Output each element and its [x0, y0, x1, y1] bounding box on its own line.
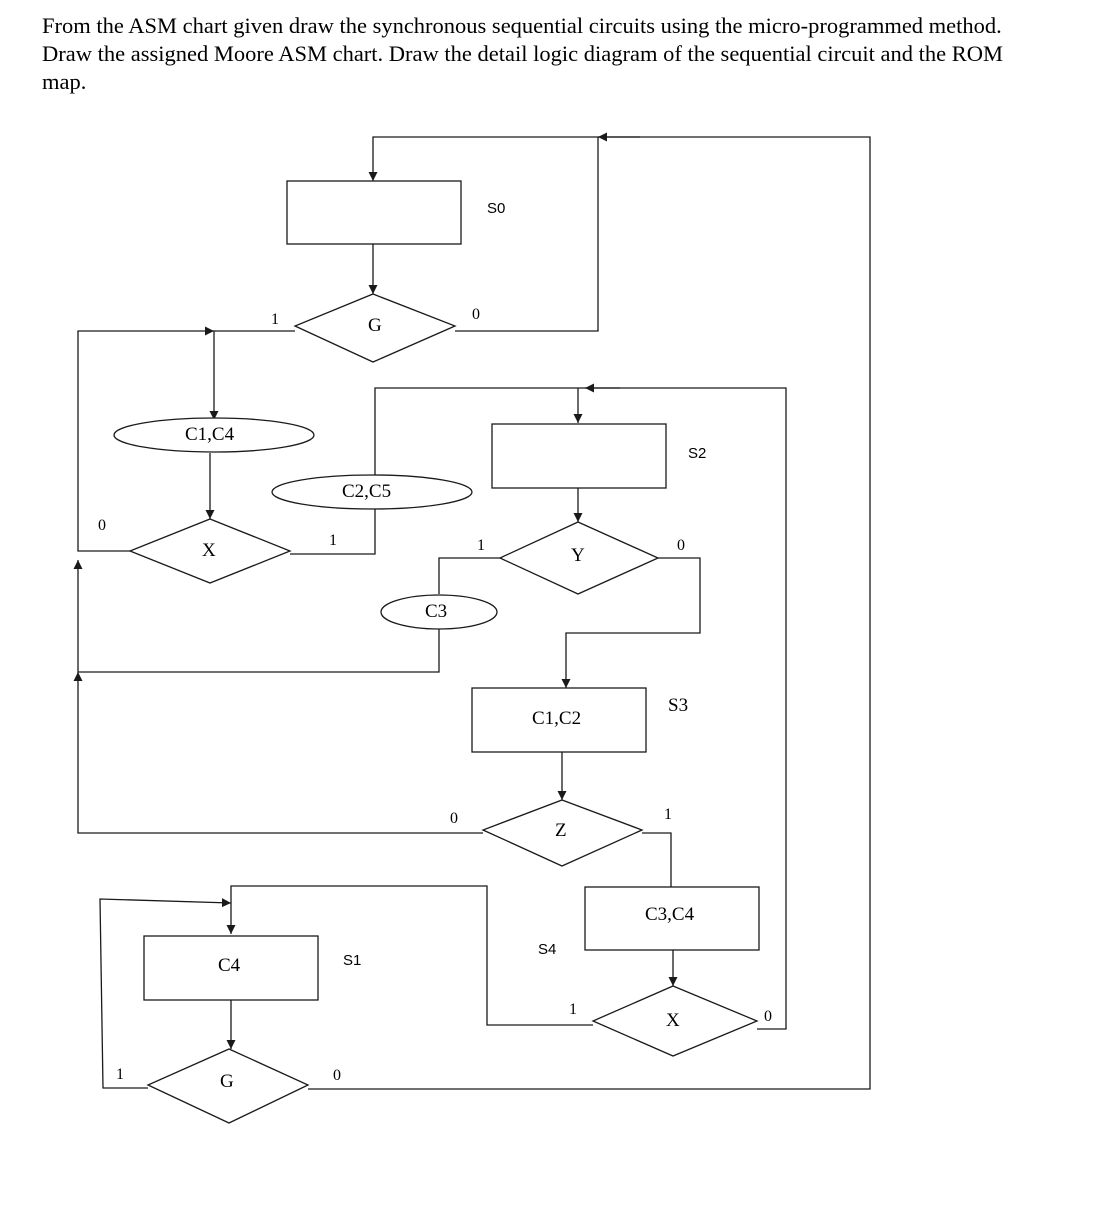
state-label-s1: S1	[343, 952, 361, 969]
branch-label-y-s2-1: 1	[477, 537, 485, 554]
conditional-output-c1c4	[113, 417, 315, 453]
question-line-2: Draw the assigned Moore ASM chart. Draw …	[42, 41, 1003, 66]
conditional-output-c2c5	[271, 474, 473, 510]
decision-input-z-s3: Z	[555, 820, 567, 841]
decision-g-s1	[146, 1048, 310, 1124]
line-s1g0-to-s0	[308, 136, 871, 1090]
state-s3: C1,C2 S3 Z 0 1	[450, 687, 688, 867]
state-box-text-s3: C1,C2	[532, 708, 581, 729]
state-box-s2	[491, 423, 667, 489]
state-s1: C4 S1 G 1 0	[116, 935, 361, 1124]
state-label-s4: S4	[538, 941, 556, 958]
state-label-s0: S0	[487, 200, 505, 217]
line-c3-back	[73, 560, 440, 673]
line-loop-into-s0	[368, 136, 598, 181]
branch-label-g-s1-1: 1	[116, 1066, 124, 1083]
conditional-output-c3-label: C3	[425, 601, 447, 622]
decision-input-x-s4: X	[666, 1010, 680, 1031]
decision-z-s3	[481, 799, 644, 867]
question-text: From the ASM chart given draw the synchr…	[42, 12, 1104, 96]
question-line-1: From the ASM chart given draw the synchr…	[42, 13, 1002, 38]
decision-input-y-s2: Y	[571, 545, 585, 566]
branch-label-x-s0-0: 0	[98, 517, 106, 534]
conditional-output-c1c4-label: C1,C4	[185, 424, 235, 445]
branch-label-x-s4-1: 1	[569, 1001, 577, 1018]
conditional-c2c5-group: C2,C5	[271, 474, 473, 510]
conditional-c3-group: C3	[380, 594, 498, 630]
state-s2: S2 Y 1 0	[477, 423, 706, 595]
decision-y-s2	[498, 521, 660, 595]
state-box-s4	[584, 886, 760, 951]
decision-input-g-s0: G	[368, 315, 382, 336]
question-line-3: map.	[42, 69, 87, 94]
state-s4: C3,C4 S4 X 1 0	[538, 886, 772, 1057]
line-g0-to-s0	[455, 137, 599, 332]
state-label-s2: S2	[688, 445, 706, 462]
decision-x-s0	[128, 518, 292, 584]
branch-label-g-s0-0: 0	[472, 306, 480, 323]
branch-label-g-s1-0: 0	[333, 1067, 341, 1084]
line-y0-to-s3	[561, 557, 701, 688]
branch-label-z-s3-0: 0	[450, 810, 458, 827]
line-s1g1-back	[99, 898, 232, 1089]
conditional-c1c4-group: C1,C4 X 0 1	[98, 417, 337, 584]
line-z0-back	[73, 672, 483, 834]
branch-label-y-s2-0: 0	[677, 537, 685, 554]
state-box-s1	[143, 935, 319, 1001]
line-z1-to-s4	[642, 832, 672, 887]
branch-label-x-s0-1: 1	[329, 532, 337, 549]
conditional-output-c2c5-label: C2,C5	[342, 481, 391, 502]
decision-g-s0	[293, 293, 457, 363]
decision-input-x-s0: X	[202, 540, 216, 561]
state-box-s0	[286, 180, 462, 245]
line-x1-to-s2	[290, 387, 787, 1030]
state-s0: S0 G 1 0	[271, 180, 505, 363]
line-g1-to-c1c4	[209, 330, 295, 420]
state-box-text-s1: C4	[218, 955, 241, 976]
conditional-output-c3	[380, 594, 498, 630]
branch-label-g-s0-1: 1	[271, 311, 279, 328]
line-y1-to-c3	[438, 557, 500, 594]
branch-label-x-s4-0: 0	[764, 1008, 772, 1025]
decision-x-s4	[591, 985, 759, 1057]
state-box-s3	[471, 687, 647, 753]
state-label-s3: S3	[668, 695, 688, 716]
line-x1-to-s1	[226, 885, 593, 1026]
decision-input-g-s1: G	[220, 1071, 234, 1092]
line-x0-back	[77, 326, 214, 552]
branch-label-z-s3-1: 1	[664, 806, 672, 823]
state-box-text-s4: C3,C4	[645, 904, 695, 925]
connection-lines	[73, 132, 871, 1090]
